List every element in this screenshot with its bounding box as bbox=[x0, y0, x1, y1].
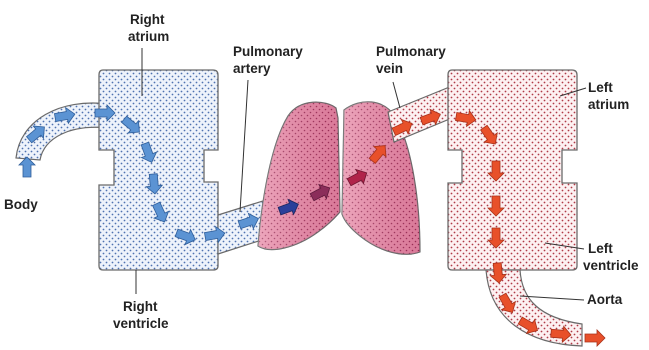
right-atrium-label-line1: Right bbox=[130, 12, 165, 27]
vena-cava-vessel bbox=[16, 103, 108, 160]
pulmonary-artery-label-line1: Pulmonary bbox=[233, 44, 303, 59]
arrow-icon bbox=[585, 330, 605, 346]
left-ventricle-label-line1: Left bbox=[588, 241, 613, 256]
pulmonary-artery-label-line2: artery bbox=[233, 61, 271, 76]
body-label: Body bbox=[4, 197, 38, 212]
right-ventricle-label-line2: ventricle bbox=[113, 316, 169, 331]
left-atrium-label-line2: atrium bbox=[588, 97, 629, 112]
aorta-label: Aorta bbox=[587, 292, 623, 307]
right-heart-chambers bbox=[99, 70, 218, 270]
right-atrium-label-line2: atrium bbox=[128, 29, 169, 44]
left-heart-chambers bbox=[448, 70, 577, 270]
pulmonary-vein-label-line2: vein bbox=[376, 61, 403, 76]
left-atrium-label-line1: Left bbox=[588, 80, 613, 95]
right-ventricle-label-line1: Right bbox=[123, 299, 158, 314]
left-ventricle-label-line2: ventricle bbox=[583, 258, 639, 273]
pulmonary-vein-label-line1: Pulmonary bbox=[376, 44, 446, 59]
arrow-icon bbox=[19, 157, 35, 177]
